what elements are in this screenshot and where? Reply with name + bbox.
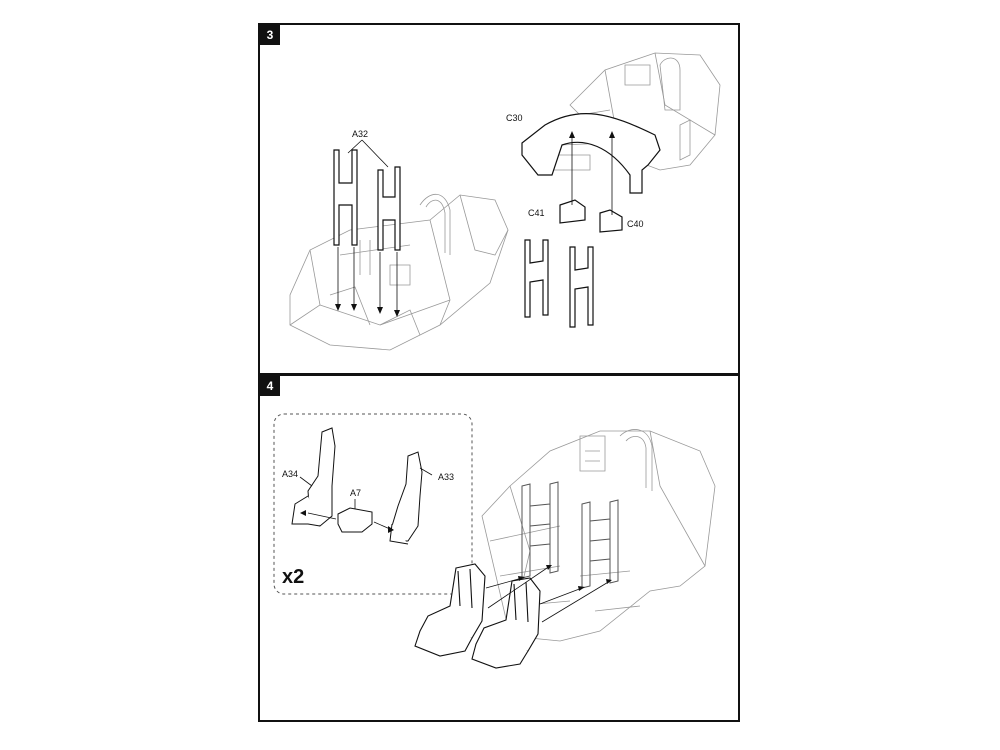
ejection-seat-right [475,577,541,658]
step-4-illustration: A34 A7 A33 x2 [273,413,716,669]
label-a34: A34 [282,469,298,479]
cockpit-assembly-shell [481,430,716,642]
part-lower-ladder-right [569,246,594,328]
part-a32-right [377,166,401,251]
part-a32-left [333,149,358,246]
installed-ladder-right [581,499,619,589]
part-c41 [559,199,586,224]
step-3-illustration: A32 C30 C41 C40 [289,52,721,351]
label-c41: C41 [528,208,545,218]
subassembly-inset-box [273,413,473,595]
step-3-panel: 3 [258,23,740,375]
part-lower-ladder-left [524,239,549,318]
part-a7 [337,507,373,533]
ejection-seat-left [419,563,486,645]
quantity-multiplier: x2 [282,566,304,588]
part-c30 [521,112,661,194]
part-a34 [307,427,336,527]
step-4-number: 4 [260,376,280,396]
label-c30: C30 [506,113,523,123]
label-c40: C40 [627,219,644,229]
label-a32: A32 [352,129,368,139]
installed-ladder-left [521,481,559,579]
label-a7: A7 [350,488,361,498]
part-a33 [391,451,423,542]
label-a33: A33 [438,472,454,482]
step-4-panel: 4 A34 A7 A33 x2 [258,374,740,722]
step-3-number: 3 [260,25,280,45]
part-c40 [599,209,623,233]
